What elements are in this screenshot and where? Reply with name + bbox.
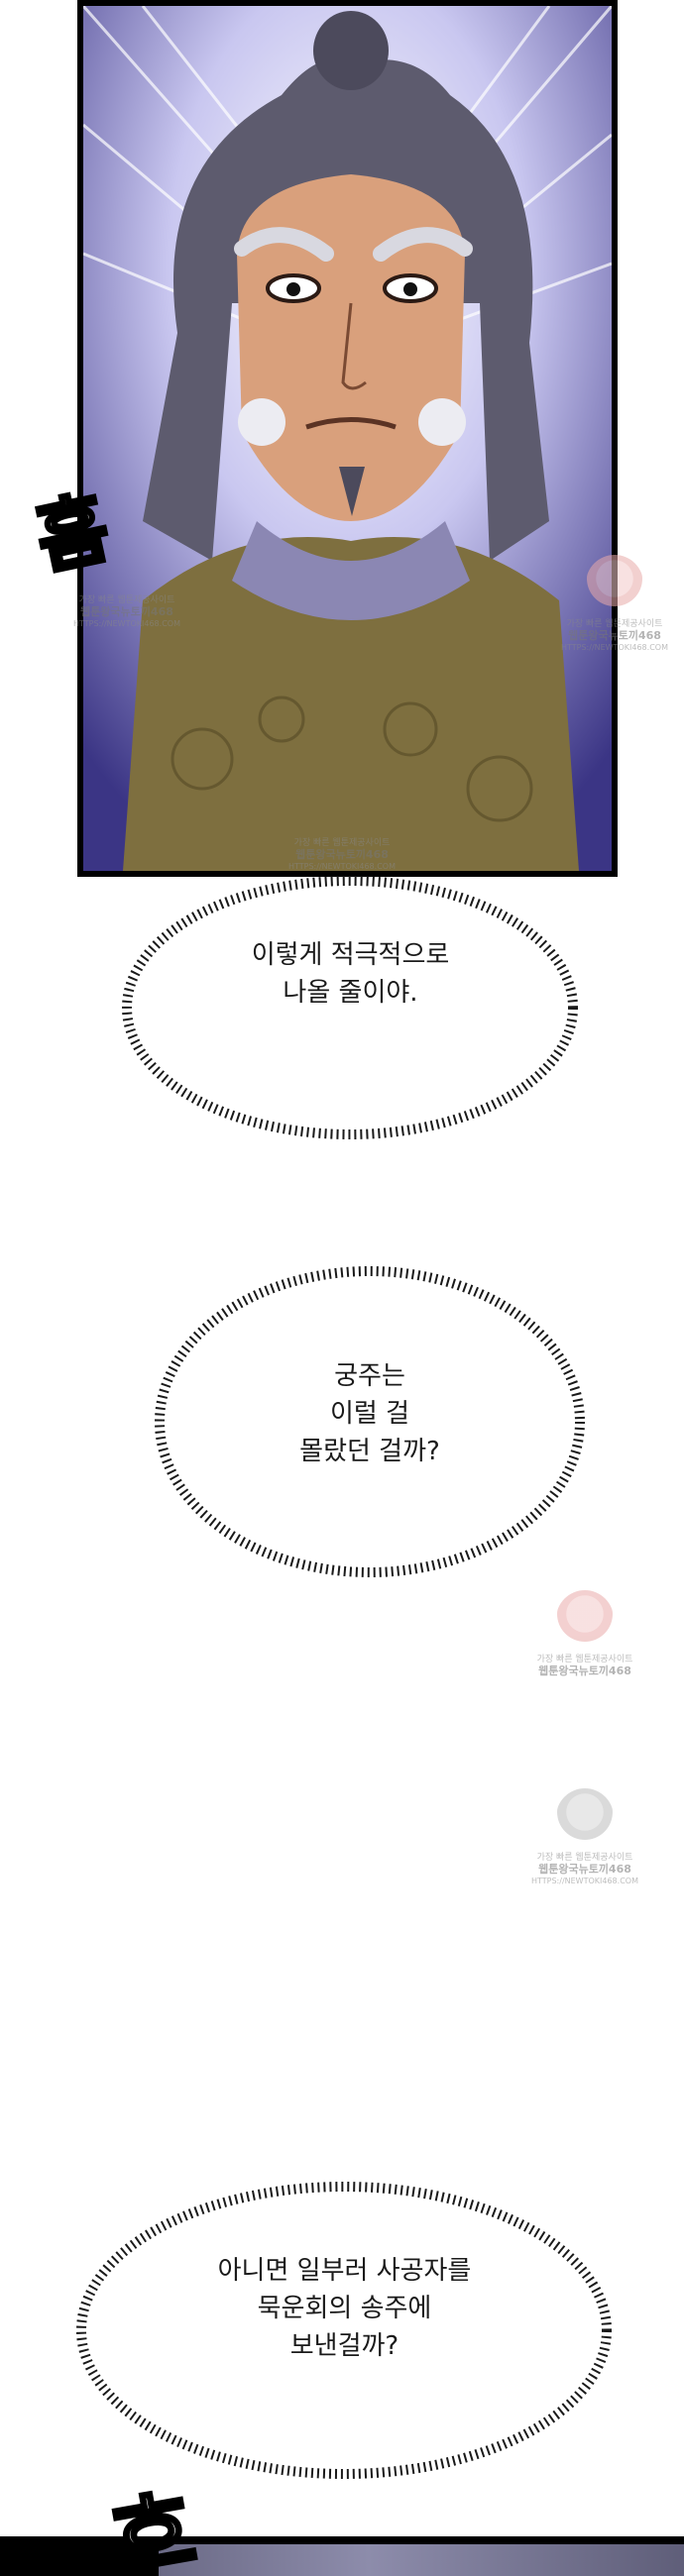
balloon-line: 몰랐던 걸까?	[299, 1437, 440, 1466]
watermark-line3: HTTPS://NEWTOKI468.COM	[531, 1877, 638, 1885]
speech-balloon-shape	[122, 876, 578, 1139]
balloon-line: 묵운회의 송주에	[257, 2294, 432, 2323]
watermark: 가장 빠른 웹툰제공사이트 웹툰왕국뉴토끼468 HTTPS://NEWTOKI…	[67, 594, 186, 630]
comic-panel-old-man	[77, 0, 618, 877]
balloon-line: 보낸걸까?	[289, 2331, 399, 2361]
sfx-heu-text: 흐	[104, 2478, 203, 2576]
speech-balloon: 궁주는 이럴 걸 몰랐던 걸까?	[147, 1258, 593, 1585]
watermark-line1: 가장 빠른 웹툰제공사이트	[78, 595, 175, 605]
panel-bottom-art	[159, 2544, 684, 2576]
sfx-heum-icon: 흠	[34, 482, 119, 588]
watermark-line1: 가장 빠른 웹툰제공사이트	[566, 619, 663, 629]
speech-balloon-shape	[155, 1266, 585, 1577]
balloon-line: 이렇게 적극적으로	[251, 940, 450, 970]
watermark: 가장 빠른 웹툰제공사이트 웹툰왕국뉴토끼468 HTTPS://NEWTOKI…	[525, 1788, 644, 1887]
speech-balloon: 이렇게 적극적으로 나올 줄이야.	[115, 872, 586, 1144]
sfx-heu-icon: 흐	[102, 2476, 205, 2576]
watermark-line2: 웹툰왕국뉴토끼468	[568, 629, 661, 642]
balloon-text: 이렇게 적극적으로 나올 줄이야.	[115, 936, 586, 1012]
balloon-line: 나올 줄이야.	[283, 978, 418, 1008]
watermark-line1: 가장 빠른 웹툰제공사이트	[293, 838, 391, 848]
watermark-line2: 웹툰왕국뉴토끼468	[295, 848, 389, 861]
mascot-logo-icon	[586, 555, 643, 614]
balloon-text: 아니면 일부러 사공자를 묵운회의 송주에 보낸걸까?	[69, 2252, 620, 2365]
watermark-line2: 웹툰왕국뉴토끼468	[538, 1664, 631, 1677]
speech-balloon: 아니면 일부러 사공자를 묵운회의 송주에 보낸걸까?	[69, 2175, 620, 2487]
watermark-line3: HTTPS://NEWTOKI468.COM	[288, 862, 396, 871]
sfx-heum-text: 흠	[34, 483, 117, 586]
old-man-illustration	[83, 6, 612, 871]
watermark: 가장 빠른 웹툰제공사이트 웹툰왕국뉴토끼468	[525, 1590, 644, 1677]
balloon-line: 궁주는	[334, 1361, 405, 1391]
speech-balloon-shape	[76, 2182, 612, 2479]
comic-panel-bottom	[0, 2536, 684, 2576]
balloon-line: 이럴 걸	[329, 1399, 410, 1429]
watermark: 가장 빠른 웹툰제공사이트 웹툰왕국뉴토끼468 HTTPS://NEWTOKI…	[283, 837, 401, 873]
balloon-line: 아니면 일부러 사공자를	[217, 2256, 472, 2286]
watermark-line3: HTTPS://NEWTOKI468.COM	[73, 619, 180, 628]
watermark-line3: HTTPS://NEWTOKI468.COM	[561, 643, 668, 652]
watermark-line1: 가장 빠른 웹툰제공사이트	[536, 1655, 633, 1664]
watermark-line2: 웹툰왕국뉴토끼468	[538, 1863, 631, 1876]
watermark-line1: 가장 빠른 웹툰제공사이트	[536, 1853, 633, 1863]
balloon-text: 궁주는 이럴 걸 몰랐던 걸까?	[147, 1357, 593, 1470]
watermark-line2: 웹툰왕국뉴토끼468	[80, 605, 173, 618]
mascot-logo-icon	[556, 1788, 614, 1848]
mascot-logo-icon	[556, 1590, 614, 1650]
watermark: 가장 빠른 웹툰제공사이트 웹툰왕국뉴토끼468 HTTPS://NEWTOKI…	[555, 555, 674, 654]
